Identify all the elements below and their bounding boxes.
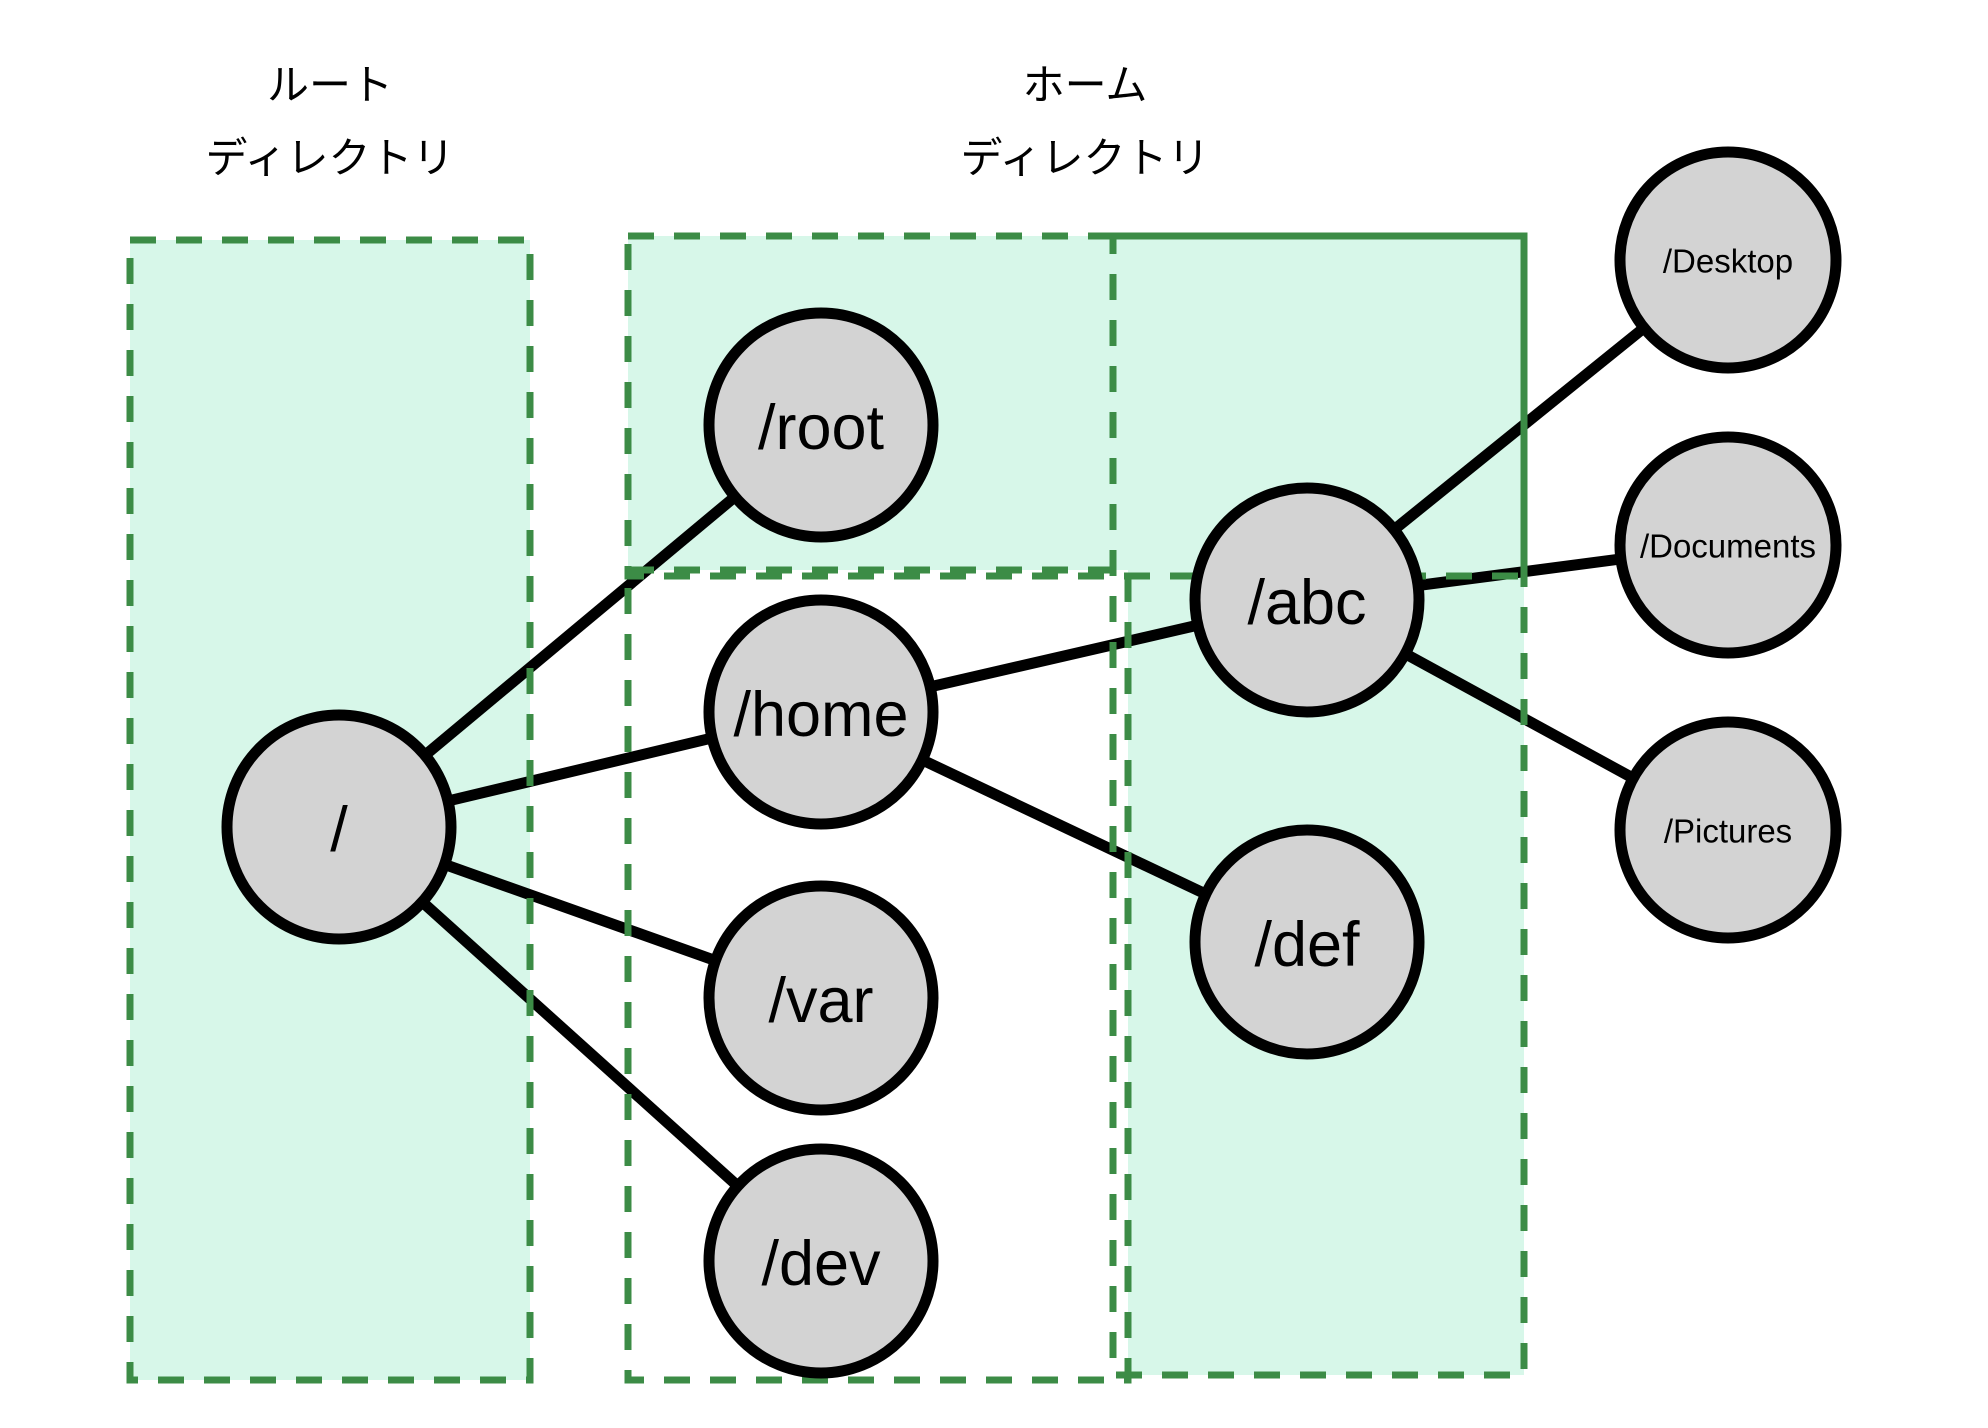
group-region-border-home-directory-cutout	[624, 566, 1132, 1384]
group-region-fill-home-directory-region-lower	[1113, 236, 1524, 1375]
node-layer: / /root/home/var/dev/abc/def/Desktop/Docu…	[221, 146, 1842, 1379]
edge-root-rootdir	[418, 489, 742, 763]
group-region-border-home-directory-region-lower	[1109, 232, 1528, 1379]
node-label-abc: /abc	[1247, 568, 1366, 638]
node-pictures[interactable]: /Pictures	[1614, 716, 1842, 944]
node-home[interactable]: /home	[703, 594, 939, 830]
node-root[interactable]: /	[221, 709, 457, 945]
node-label-pictures: /Pictures	[1664, 813, 1792, 850]
node-circle-var[interactable]	[703, 880, 939, 1116]
node-var[interactable]: /var	[703, 880, 939, 1116]
node-label-def: /def	[1254, 910, 1360, 980]
group-region-border-root-directory-region	[126, 236, 534, 1384]
node-def[interactable]: /def	[1189, 824, 1425, 1060]
edge-home-def	[916, 753, 1212, 901]
edge-abc-pictures	[1399, 646, 1640, 785]
node-label-documents: /Documents	[1640, 528, 1816, 565]
home-directory-caption-line-1: ホーム	[1023, 61, 1148, 110]
edge-abc-documents	[1413, 553, 1626, 592]
node-circle-root-dir[interactable]	[703, 307, 939, 543]
edge-home-abc	[925, 618, 1203, 694]
edge-layer	[415, 321, 1651, 1193]
node-circle-documents[interactable]	[1614, 431, 1842, 659]
node-circle-abc[interactable]	[1189, 482, 1425, 718]
home-directory-caption-line-2: ディレクトリ	[960, 134, 1209, 183]
node-label-desktop: /Desktop	[1663, 243, 1793, 280]
group-region-borders	[126, 232, 1528, 1384]
node-circle-desktop[interactable]	[1614, 146, 1842, 374]
root-directory-caption-line-1: ルート	[267, 61, 393, 110]
edge-abc-desktop	[1387, 321, 1651, 537]
node-root-dir[interactable]: /root	[703, 307, 939, 543]
node-label-root-dir: /root	[758, 393, 885, 463]
node-circle-root[interactable]	[221, 709, 457, 945]
node-circle-dev[interactable]	[703, 1143, 939, 1379]
root-directory-caption-line-2: ディレクトリ	[205, 134, 454, 183]
node-dev[interactable]: /dev	[703, 1143, 939, 1379]
node-label-dev: /dev	[761, 1229, 881, 1299]
node-circle-def[interactable]	[1189, 824, 1425, 1060]
edge-root-dev	[415, 895, 745, 1193]
group-region-border-home-directory-region-upper	[624, 232, 1528, 580]
node-circle-pictures[interactable]	[1614, 716, 1842, 944]
node-label-home: /home	[733, 680, 908, 750]
node-documents[interactable]: /Documents	[1614, 431, 1842, 659]
node-desktop[interactable]: /Desktop	[1614, 146, 1842, 374]
edge-root-home	[442, 731, 718, 808]
node-abc[interactable]: /abc	[1189, 482, 1425, 718]
node-label-var: /var	[768, 966, 873, 1036]
node-label-root: /	[330, 795, 348, 865]
edge-root-var	[438, 857, 722, 968]
node-circle-home[interactable]	[703, 594, 939, 830]
